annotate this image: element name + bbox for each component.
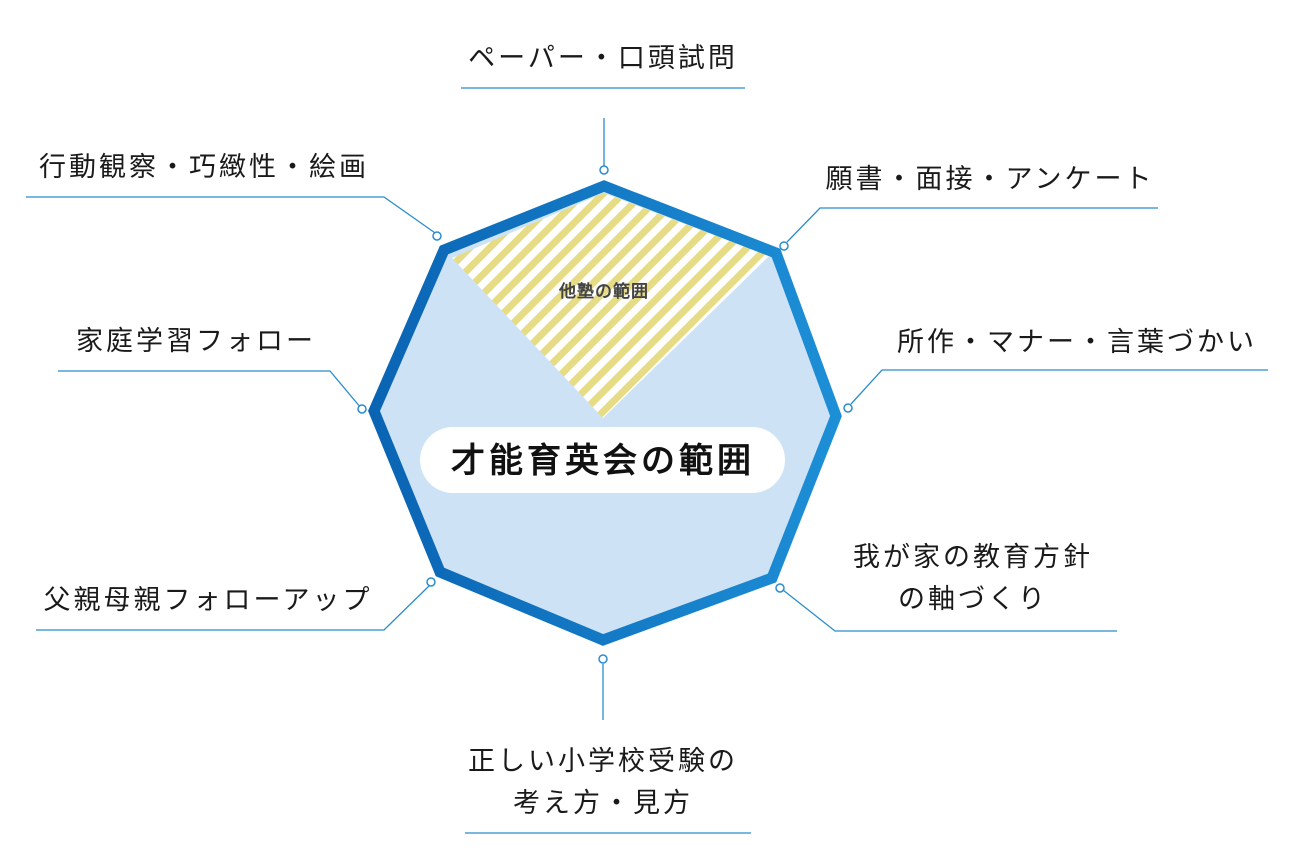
item-label-left: 家庭学習フォロー (76, 326, 316, 357)
connector-bottom-right (782, 589, 1117, 632)
dot-right (843, 403, 853, 413)
other-school-scope-area (452, 193, 769, 418)
dot-top (599, 165, 609, 175)
dot-top-left (432, 231, 442, 241)
item-label-bottom-right-line1: 我が家の教育方針 (853, 542, 1093, 573)
octagon-border (368, 180, 842, 646)
dot-bottom-right (775, 583, 785, 593)
item-label-bottom-right-line2: の軸づくり (898, 584, 1048, 615)
dot-bottom (598, 654, 608, 664)
connector-left (58, 370, 362, 409)
item-label-top: ペーパー・口頭試問 (468, 43, 738, 74)
item-label-top-right: 願書・面接・アンケート (826, 164, 1155, 195)
connector-top-right (786, 207, 1158, 243)
dot-top-right (779, 241, 789, 251)
other-school-scope-label: 他塾の範囲 (558, 281, 649, 302)
item-label-bottom-left: 父親母親フォローアップ (44, 585, 373, 616)
item-label-bottom-line2: 考え方・見方 (513, 788, 693, 819)
center-title: 才能育英会の範囲 (451, 441, 755, 481)
item-label-bottom-line1: 正しい小学校受験の (468, 746, 738, 777)
item-label-right: 所作・マナー・言葉づかい (897, 327, 1257, 358)
dot-bottom-left (426, 577, 436, 587)
connector-bottom-left (36, 584, 431, 631)
connector-top-left (26, 196, 439, 236)
connector-right (850, 369, 1268, 405)
item-label-top-left: 行動観察・巧緻性・絵画 (39, 152, 369, 183)
center-pill (420, 427, 785, 493)
dot-left (357, 404, 367, 414)
